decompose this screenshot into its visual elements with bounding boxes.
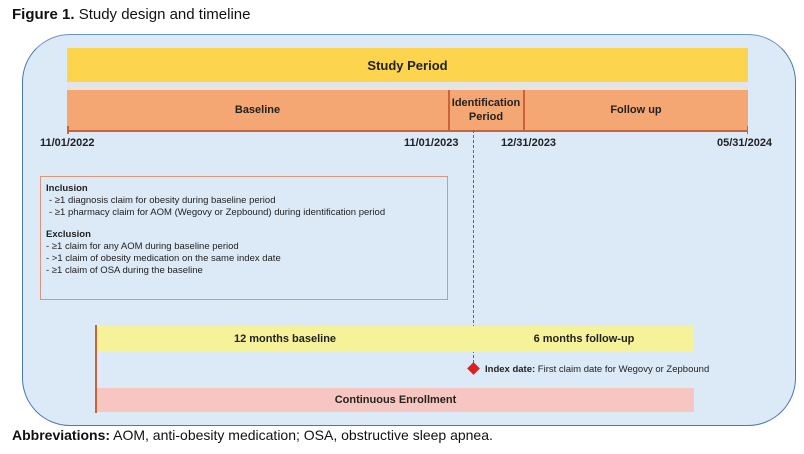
followup-window: 6 months follow-up: [533, 333, 635, 345]
period-segments: Baseline Identification Period Follow up: [67, 90, 748, 130]
inclusion-item: - ≥1 diagnosis claim for obesity during …: [49, 195, 276, 206]
window-start-line: [95, 325, 97, 413]
segment-followup: Follow up: [610, 104, 662, 116]
index-date-note: Index date: First claim date for Wegovy …: [485, 364, 709, 375]
date-label: 11/01/2022: [40, 137, 95, 149]
enrollment-label: Continuous Enrollment: [334, 394, 457, 406]
exclusion-item: - ≥1 claim of OSA during the baseline: [46, 265, 203, 276]
criteria-box: Inclusion - ≥1 diagnosis claim for obesi…: [40, 176, 448, 300]
segment-baseline: Baseline: [234, 104, 281, 116]
abbreviations: Abbreviations: AOM, anti-obesity medicat…: [12, 427, 493, 443]
inclusion-title: Inclusion: [46, 183, 88, 194]
abbreviations-text: AOM, anti-obesity medication; OSA, obstr…: [113, 427, 493, 443]
abbreviations-label: Abbreviations:: [12, 427, 111, 443]
segment-identification: Identification Period: [451, 97, 521, 123]
timeline-axis: [67, 126, 748, 134]
axis-tick: [746, 126, 748, 134]
exclusion-title: Exclusion: [46, 229, 91, 240]
date-label: 12/31/2023: [501, 137, 557, 149]
study-period-label: Study Period: [367, 57, 448, 73]
figure-title: Figure 1. Study design and timeline: [12, 6, 250, 23]
date-label: 11/01/2023: [404, 137, 459, 149]
exclusion-item: - ≥1 claim for any AOM during baseline p…: [46, 241, 239, 252]
figure-caption: Study design and timeline: [78, 6, 251, 23]
bar-gap: [67, 82, 748, 90]
study-period-bar: Study Period: [67, 48, 748, 82]
divider: [523, 90, 525, 130]
index-date-label: Index date:: [485, 364, 536, 375]
observation-window-bar: 12 months baseline 6 months follow-up: [97, 326, 694, 352]
axis-tick: [67, 126, 69, 134]
baseline-window: 12 months baseline: [233, 333, 337, 345]
divider: [448, 90, 450, 130]
inclusion-item: - ≥1 pharmacy claim for AOM (Wegovy or Z…: [49, 207, 386, 218]
index-date-line: [473, 130, 474, 368]
exclusion-item: - >1 claim of obesity medication on the …: [46, 253, 281, 264]
continuous-enrollment-bar: Continuous Enrollment: [97, 388, 694, 412]
date-label: 05/31/2024: [717, 137, 773, 149]
figure-label: Figure 1.: [12, 6, 75, 23]
index-date-text: First claim date for Wegovy or Zepbound: [537, 364, 710, 375]
